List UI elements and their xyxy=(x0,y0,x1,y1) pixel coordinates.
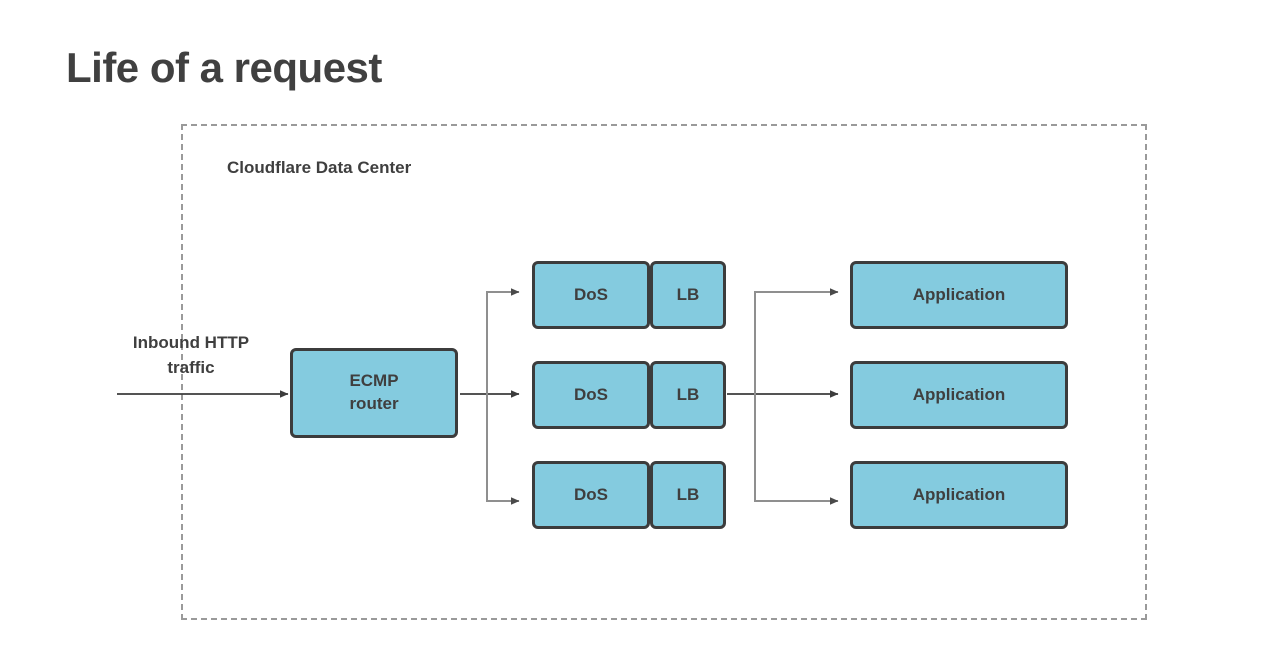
node-lb-3[interactable]: LB xyxy=(650,461,726,529)
node-lb-2[interactable]: LB xyxy=(650,361,726,429)
node-lb-1[interactable]: LB xyxy=(650,261,726,329)
node-application-3[interactable]: Application xyxy=(850,461,1068,529)
datacenter-boundary xyxy=(181,124,1147,620)
datacenter-label: Cloudflare Data Center xyxy=(227,158,412,177)
node-application-1[interactable]: Application xyxy=(850,261,1068,329)
inbound-traffic-label-line1: Inbound HTTP xyxy=(132,333,250,352)
page-title: Life of a request xyxy=(66,44,382,91)
inbound-traffic-label-line2: traffic xyxy=(167,357,215,377)
node-ecmp-router[interactable]: ECMP router xyxy=(290,348,458,438)
node-application-2[interactable]: Application xyxy=(850,361,1068,429)
node-dos-2[interactable]: DoS xyxy=(532,361,650,429)
node-ecmp-router-line2: router xyxy=(349,394,399,413)
node-ecmp-router-line1: ECMP xyxy=(349,371,399,391)
node-dos-1[interactable]: DoS xyxy=(532,261,650,329)
node-dos-3[interactable]: DoS xyxy=(532,461,650,529)
inbound-traffic-label: Inbound HTTP traffic xyxy=(101,331,281,380)
